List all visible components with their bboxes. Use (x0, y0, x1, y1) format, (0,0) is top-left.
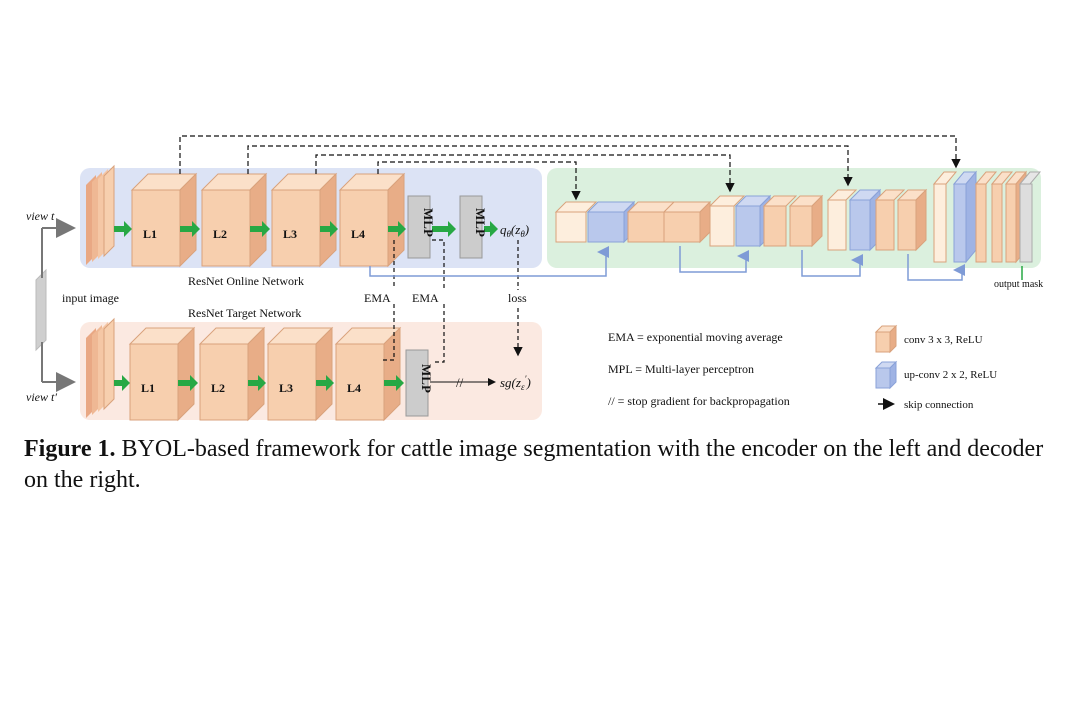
ema-label-1: EMA (364, 291, 391, 305)
online-block-l4 (338, 172, 406, 268)
online-block-l1 (130, 172, 198, 268)
online-mlp-1-label: MLP (421, 208, 436, 237)
framework-diagram: view t view t′ input image L1 L2 L3 L4 (26, 135, 1043, 422)
figure-caption-label: Figure 1. (24, 436, 116, 462)
legend-conv-icon (874, 324, 898, 354)
figure-caption: Figure 1. BYOL-based framework for cattl… (24, 434, 1064, 496)
legend-upconv: up-conv 2 x 2, ReLU (904, 369, 997, 381)
legend-conv: conv 3 x 3, ReLU (904, 334, 983, 346)
online-block-l3 (270, 172, 338, 268)
skip-connections-dashed (179, 135, 961, 201)
target-l4-label: L4 (347, 381, 361, 395)
target-mlp-label: MLP (419, 364, 434, 393)
online-l4-label: L4 (351, 227, 365, 241)
ema-loss-connectors (380, 239, 523, 363)
online-input-slices (86, 164, 115, 265)
online-mlp-1 (407, 195, 431, 259)
target-network-label: ResNet Target Network (188, 306, 301, 320)
online-block-l2 (200, 172, 268, 268)
target-block-l3 (266, 326, 334, 422)
view-t-label: view t (26, 209, 55, 223)
sg-output-label: sg(zε′) (500, 374, 531, 392)
target-l3-label: L3 (279, 381, 293, 395)
q-output-label: qθ(zθ) (500, 222, 529, 239)
legend-skip: skip connection (904, 399, 974, 411)
figure-caption-text: BYOL-based framework for cattle image se… (24, 436, 1044, 493)
legend-ema: EMA = exponential moving average (608, 330, 783, 344)
target-l1-label: L1 (141, 381, 155, 395)
target-mlp (405, 349, 429, 417)
ema-label-2: EMA (412, 291, 439, 305)
target-input-slices (86, 317, 115, 418)
decoder-skip-lines (369, 246, 965, 281)
target-block-l1 (128, 326, 196, 422)
legend-stop: // = stop gradient for backpropagation (608, 394, 790, 408)
target-l2-label: L2 (211, 381, 225, 395)
target-block-l4 (334, 326, 402, 422)
legend-upconv-icon (874, 360, 898, 390)
target-block-l2 (198, 326, 266, 422)
loss-label: loss (508, 291, 527, 305)
input-image-icon (35, 218, 76, 392)
decoder-blocks (554, 170, 1042, 264)
view-t-prime-label: view t′ (26, 390, 57, 404)
online-l2-label: L2 (213, 227, 227, 241)
online-flow-arrows (114, 221, 498, 237)
input-image-label: input image (62, 291, 119, 305)
online-l3-label: L3 (283, 227, 297, 241)
stop-gradient-mark: // (456, 375, 464, 390)
target-flow-arrows (114, 375, 404, 391)
legend-mpl: MPL = Multi-layer perceptron (608, 362, 754, 376)
online-network-label: ResNet Online Network (188, 274, 304, 288)
online-mlp-2-label: MLP (473, 208, 488, 237)
online-mlp-2 (459, 195, 483, 259)
online-l1-label: L1 (143, 227, 157, 241)
output-mask-label: output mask (994, 279, 1043, 290)
